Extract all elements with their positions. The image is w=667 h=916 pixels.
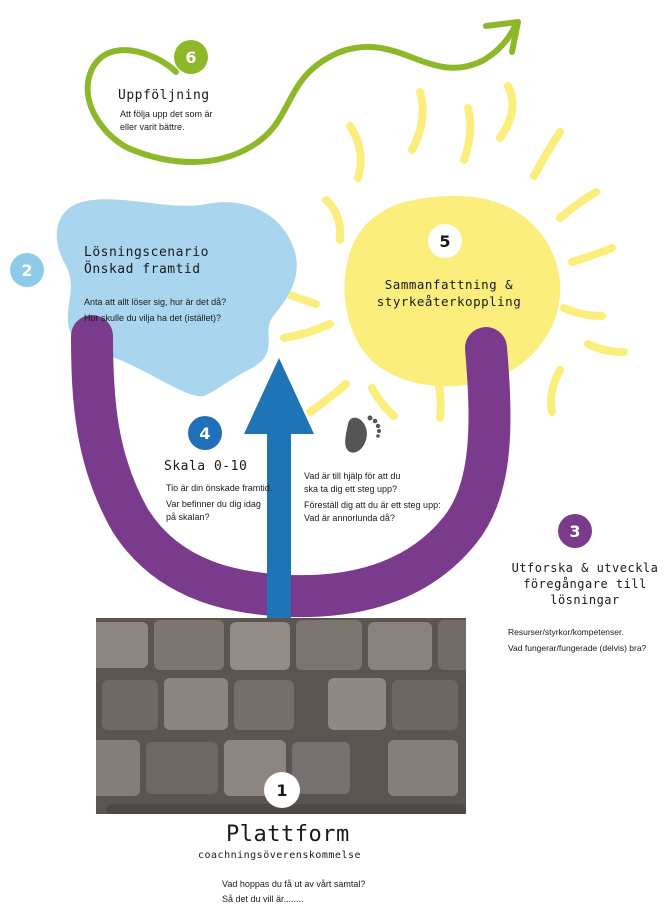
scale-arrow [244,358,314,646]
step-2-badge: 2 [10,253,44,287]
step-3-title: Utforska & utveckla föregångare till lös… [511,561,659,607]
step-6-badge: 6 [174,40,208,74]
step-4-text: Tio är din önskade framtid. Var befinner… [166,483,273,522]
step-1-text: Vad hoppas du få ut av vårt samtal? Så d… [222,879,366,904]
sun-shape [344,196,561,387]
footprint-icon [345,415,381,453]
step-1-badge: 1 [264,772,300,808]
step-3-text: Resurser/styrkor/kompetenser. Vad funger… [508,627,647,653]
step-2-text: Anta att allt löser sig, hur är det då? … [84,297,227,323]
step-6-title: Uppföljning [118,88,210,103]
cloud-shape [56,199,297,397]
step-1-title: Plattform [226,822,350,847]
step-1-subtitle: coachningsöverenskommelse [198,850,362,861]
step-5-badge: 5 [428,224,462,258]
step-6-text: Att följa upp det som är eller varit bät… [120,109,213,132]
step-5-title: Sammanfattning & styrkeåterkoppling [376,277,522,309]
step-4-next-step-text: Vad är till hjälp för att du ska ta dig … [304,471,441,523]
step-3-badge: 3 [558,514,592,548]
step-2-title: Lösningscenario Önskad framtid [84,245,209,277]
green-swirl [84,19,521,165]
step-4-title: Skala 0-10 [164,459,248,474]
step-4-badge: 4 [188,416,222,450]
